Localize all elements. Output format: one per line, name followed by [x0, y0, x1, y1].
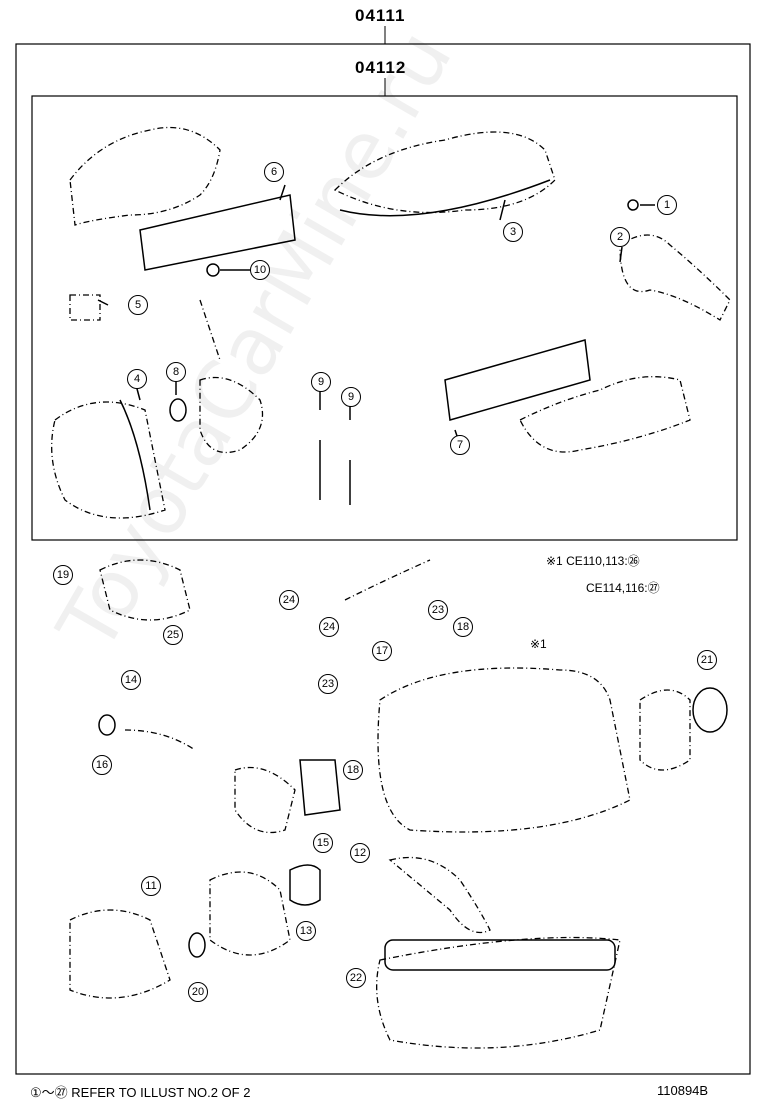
callout-17: 17 — [372, 641, 392, 661]
inner-frame — [31, 95, 738, 541]
oil-pan-gasket — [384, 939, 616, 971]
callout-21: 21 — [697, 650, 717, 670]
callout-5: 5 — [128, 295, 148, 315]
callout-10: 10 — [250, 260, 270, 280]
variant-note-2: CE114,116:㉗ — [586, 581, 660, 595]
water-pump-gasket — [299, 759, 341, 816]
callout-18a: 18 — [453, 617, 473, 637]
callout-13: 13 — [296, 921, 316, 941]
callout-25: 25 — [163, 625, 183, 645]
callout-24b: 24 — [319, 617, 339, 637]
crankshaft-front-seal — [188, 932, 206, 958]
callout-15: 15 — [313, 833, 333, 853]
thermostat-housing — [69, 294, 101, 321]
washer-1 — [627, 199, 639, 211]
guide-leader-lines — [97, 184, 655, 446]
exhaust-manifold-upper — [69, 126, 221, 226]
cylinder-block — [377, 667, 631, 833]
callout-1: 1 — [657, 195, 677, 215]
footer-reference: ①～㉗ REFER TO ILLUST NO.2 OF 2 — [30, 1085, 251, 1100]
front-cover — [209, 871, 291, 956]
oil-pump-body — [199, 376, 264, 454]
oil-pan — [376, 936, 621, 1049]
drawing-number: 110894B — [657, 1083, 709, 1098]
plug-washer-10 — [206, 263, 220, 277]
callout-18b: 18 — [343, 760, 363, 780]
callout-8: 8 — [166, 362, 186, 382]
callout-22: 22 — [346, 968, 366, 988]
callout-24a: 24 — [279, 590, 299, 610]
callout-16: 16 — [92, 755, 112, 775]
timing-gasket — [119, 399, 151, 511]
water-inlet-pipe — [124, 729, 196, 751]
water-pump — [234, 766, 296, 834]
water-pipe — [199, 299, 221, 361]
star-marker: ※1 — [530, 637, 547, 651]
callout-9a: 9 — [311, 372, 331, 392]
crankshaft-rear-seal — [692, 687, 728, 733]
callout-2: 2 — [610, 227, 630, 247]
oil-strainer — [388, 856, 491, 934]
dipstick-guide — [344, 559, 431, 601]
callout-19: 19 — [53, 565, 73, 585]
cylinder-head-cover — [333, 131, 556, 214]
head-cover-gasket — [339, 179, 551, 217]
callout-20: 20 — [188, 982, 208, 1002]
timing-gear-case — [69, 909, 171, 999]
rear-oil-seal-retainer — [639, 689, 691, 771]
callout-9b: 9 — [341, 387, 361, 407]
timing-cover — [51, 401, 166, 519]
callout-23b: 23 — [318, 674, 338, 694]
callout-3: 3 — [503, 222, 523, 242]
callout-12: 12 — [350, 843, 370, 863]
callout-14: 14 — [121, 670, 141, 690]
front-cover-gasket — [289, 864, 321, 906]
callout-7: 7 — [450, 435, 470, 455]
callout-4: 4 — [127, 369, 147, 389]
assembly-label-inner: 04112 — [355, 58, 407, 77]
callout-11: 11 — [141, 876, 161, 896]
callout-23a: 23 — [428, 600, 448, 620]
camshaft-seal — [169, 398, 187, 422]
callout-6: 6 — [264, 162, 284, 182]
intake-manifold — [519, 376, 691, 453]
assembly-label-outer: 04111 — [355, 6, 406, 25]
outer-frame — [15, 43, 751, 1075]
intake-manifold-gasket — [444, 339, 591, 421]
intake-pipe — [99, 559, 191, 621]
water-outlet — [619, 234, 731, 321]
exhaust-manifold-gasket — [139, 194, 296, 271]
variant-note-1: ※1 CE110,113:㉖ — [546, 554, 640, 568]
injection-pump-seal — [98, 714, 116, 736]
